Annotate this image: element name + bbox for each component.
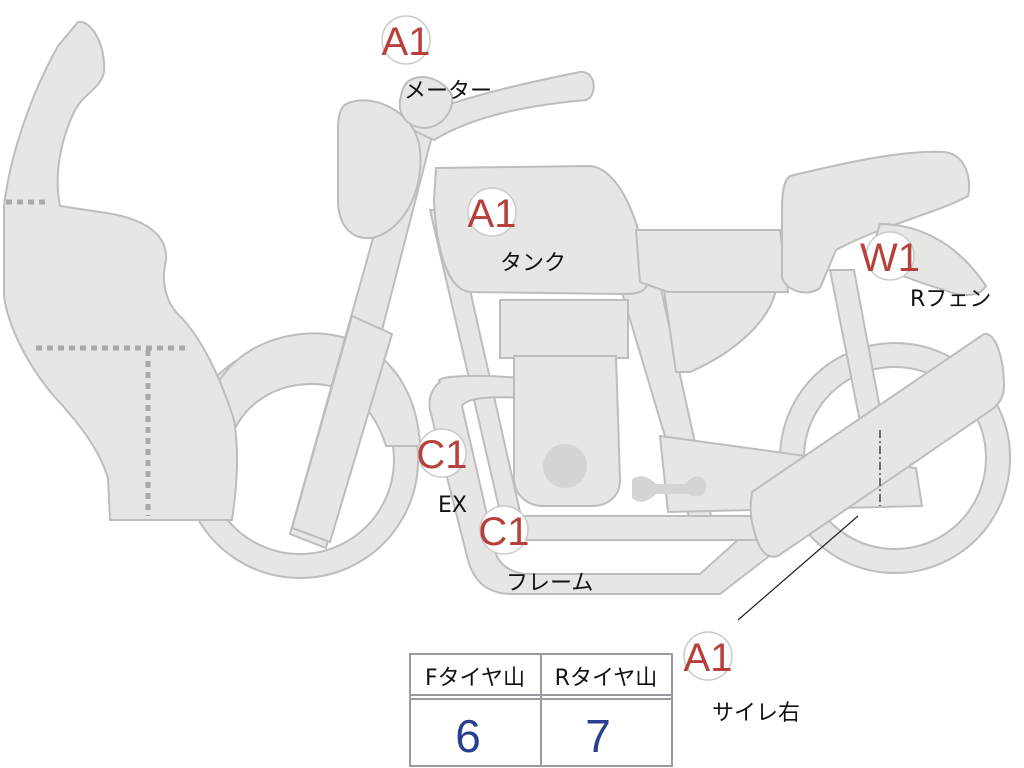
side-cover xyxy=(662,289,778,373)
rear-fender-badge: W1 xyxy=(860,231,920,281)
engine-block xyxy=(513,355,622,507)
tank-label: タンク xyxy=(500,251,566,276)
fork-slider xyxy=(290,314,394,544)
tire-tread-table: Fタイヤ山 Rタイヤ山 6 7 xyxy=(409,653,673,767)
meter xyxy=(398,76,454,130)
seat xyxy=(634,229,790,293)
svg-text:W1: W1 xyxy=(860,236,920,280)
silencer-label: サイレ右 xyxy=(712,701,800,726)
front-fender xyxy=(210,332,422,447)
footpeg xyxy=(632,476,707,502)
svg-text:A1: A1 xyxy=(382,20,431,64)
engine-head xyxy=(499,299,629,359)
silencer-badge: A1 xyxy=(683,631,733,681)
rear-fender-label: Rフェン xyxy=(910,287,991,312)
meter-label: メーター xyxy=(404,79,492,104)
fairing xyxy=(3,20,239,521)
svg-text:C1: C1 xyxy=(478,510,529,554)
frame-lower-rail xyxy=(508,515,782,541)
front-tire-value: 6 xyxy=(455,710,481,762)
tank-badge: A1 xyxy=(467,187,517,237)
silencer-leader xyxy=(737,515,859,621)
rear-tire-header: Rタイヤ山 xyxy=(555,666,658,691)
meter-badge: A1 xyxy=(381,15,431,65)
svg-text:A1: A1 xyxy=(468,192,517,236)
front-tire-header: Fタイヤ山 xyxy=(425,666,525,691)
rear-cowl xyxy=(781,150,971,294)
engine-cover xyxy=(543,444,587,488)
frame-badge: C1 xyxy=(478,505,530,555)
exhaust-badge: C1 xyxy=(416,428,468,478)
silencer xyxy=(749,332,1006,558)
handlebar xyxy=(397,70,595,142)
rear-tire-value: 7 xyxy=(585,710,611,762)
exhaust-label: EX xyxy=(438,493,467,518)
frame-label: フレーム xyxy=(506,571,593,596)
svg-text:C1: C1 xyxy=(416,433,467,477)
svg-text:A1: A1 xyxy=(684,636,733,680)
